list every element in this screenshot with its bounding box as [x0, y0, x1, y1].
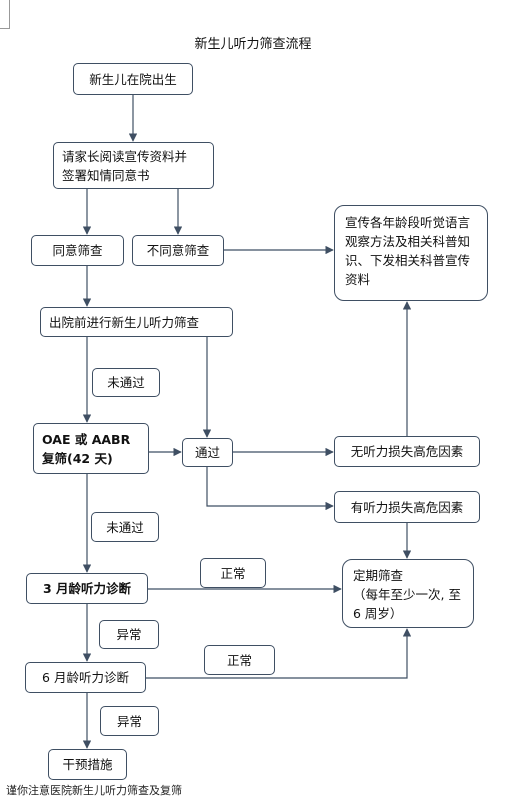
node-recheck-label: OAE 或 AABR 复筛(42 天) [42, 431, 131, 466]
node-fail2: 未通过 [91, 512, 159, 542]
node-education: 宣传各年龄段听觉语言观察方法及相关科普知识、下发相关科普宣传资料 [334, 205, 488, 301]
node-intervention: 干预措施 [48, 749, 127, 780]
node-agree-label: 同意筛查 [52, 243, 103, 258]
node-no-risk: 无听力损失高危因素 [334, 436, 480, 467]
node-has-risk-label: 有听力损失高危因素 [350, 499, 464, 515]
node-consent-label: 请家长阅读宣传资料并 签署知情同意书 [62, 148, 188, 183]
node-abnormal1: 异常 [99, 620, 159, 649]
page-footer-text: 谨你注意医院新生儿听力筛查及复筛 [6, 784, 182, 797]
node-intervention-label: 干预措施 [62, 757, 113, 772]
node-diag3: 3 月龄听力诊断 [26, 573, 148, 604]
node-abnormal2: 异常 [100, 706, 159, 736]
node-disagree: 不同意筛查 [132, 235, 224, 266]
node-fail1-label: 未通过 [107, 375, 145, 390]
node-abnormal1-label: 异常 [116, 627, 142, 642]
arrow-diag6-regular [146, 628, 412, 679]
node-normal1-label: 正常 [220, 565, 246, 581]
page-corner-mark [0, 0, 10, 29]
node-regular: 定期筛查 （每年至少一次, 至 6 周岁） [342, 559, 474, 628]
node-has-risk: 有听力损失高危因素 [334, 491, 480, 523]
node-regular-label: 定期筛查 （每年至少一次, 至 6 周岁） [353, 568, 461, 621]
node-agree: 同意筛查 [31, 235, 124, 266]
diagram-title: 新生儿听力筛查流程 [194, 37, 312, 52]
node-fail2-label: 未通过 [106, 519, 144, 535]
node-recheck: OAE 或 AABR 复筛(42 天) [33, 423, 149, 474]
node-birth: 新生儿在院出生 [73, 63, 193, 95]
node-normal2: 正常 [204, 645, 275, 675]
node-consent: 请家长阅读宣传资料并 签署知情同意书 [53, 142, 214, 189]
node-fail1: 未通过 [92, 368, 160, 397]
node-education-label: 宣传各年龄段听觉语言观察方法及相关科普知识、下发相关科普宣传资料 [345, 215, 471, 287]
node-diag6: 6 月龄听力诊断 [25, 662, 146, 693]
node-diag6-label: 6 月龄听力诊断 [42, 670, 129, 685]
node-pass-label: 通过 [194, 445, 220, 460]
node-normal1: 正常 [200, 558, 266, 588]
node-birth-label: 新生儿在院出生 [89, 71, 177, 87]
node-prescreen-label: 出院前进行新生儿听力筛查 [49, 314, 200, 330]
node-prescreen: 出院前进行新生儿听力筛查 [40, 307, 233, 337]
node-no-risk-label: 无听力损失高危因素 [350, 444, 464, 459]
arrow-pass-hasrisk [206, 467, 334, 511]
node-disagree-label: 不同意筛查 [146, 243, 210, 258]
node-pass: 通过 [182, 438, 233, 467]
node-normal2-label: 正常 [226, 652, 252, 668]
node-abnormal2-label: 异常 [116, 713, 142, 729]
node-diag3-label: 3 月龄听力诊断 [42, 581, 132, 596]
